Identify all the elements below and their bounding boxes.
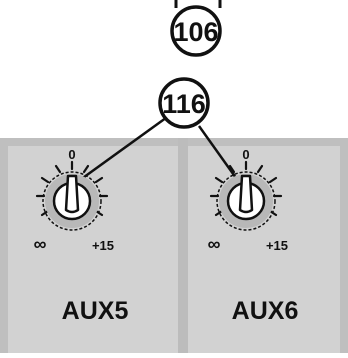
aux5-knob-mark-top: 0 (68, 147, 75, 162)
callout-116-circle (158, 77, 210, 129)
aux6-knob-mark-top: 0 (242, 147, 249, 162)
aux5-knob-mark-max: +15 (92, 238, 114, 253)
aux5-knob-pointer (64, 174, 80, 214)
aux6-knob-pointer (238, 174, 254, 214)
aux6-knob[interactable]: 0 ∞ +15 (208, 147, 288, 254)
aux6-knob-rim (216, 171, 276, 231)
leader-line-aux5 (79, 113, 171, 182)
panel-top-bevel (0, 138, 348, 146)
panel-right-bevel (340, 138, 348, 353)
aux6-knob-mark-max: +15 (266, 238, 288, 253)
aux5-knob[interactable]: 0 ∞ +15 (34, 147, 114, 254)
aux5-label: AUX5 (62, 297, 129, 325)
panel-left-bevel (0, 138, 8, 353)
aux5-panel (0, 138, 182, 353)
callout-106-circle (170, 5, 222, 57)
callout-106: 106 (170, 0, 222, 57)
aux5-knob-mark-min: ∞ (34, 234, 47, 254)
aux6-knob-mark-min: ∞ (208, 234, 221, 254)
callout-116: 116 (158, 77, 210, 129)
panel-divider (178, 138, 188, 353)
callout-116-label: 116 (162, 89, 206, 119)
aux6-label: AUX6 (232, 297, 299, 325)
aux6-panel (182, 138, 348, 353)
aux5-knob-rim (42, 171, 102, 231)
callout-106-label: 106 (173, 17, 218, 47)
